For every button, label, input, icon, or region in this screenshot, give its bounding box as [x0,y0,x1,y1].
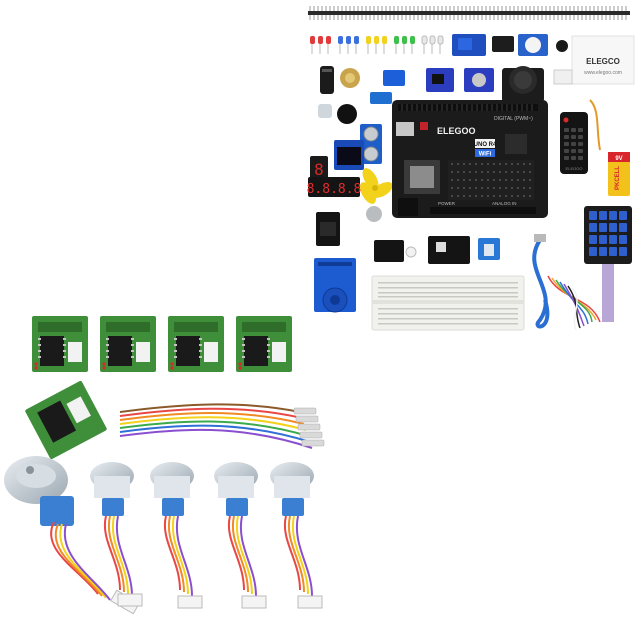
driver-board-2 [100,316,156,372]
reset-button [420,122,428,130]
9v-battery: PKCELL 9V [608,152,630,196]
photo-resistor [553,69,573,85]
stepper-set-group [4,316,325,615]
led-row [310,35,444,54]
remote-label: ELEGOO [566,166,583,171]
oled-display [334,140,364,170]
ultrasonic-sensor [360,124,382,164]
usb-c-port [396,122,414,136]
joystick-module [502,66,544,102]
usb-cable [532,234,550,329]
stepper-motor-4 [270,462,323,609]
stepper-motor-large [4,456,140,615]
membrane-keypad [584,206,632,322]
buzzer [556,40,568,52]
stepper-motor-3 [214,462,267,609]
stepper-motor-2 [150,462,203,609]
driver-board-4 [236,316,292,372]
dupont-ribbon-cable [119,403,313,449]
board-silk-power: POWER [438,201,456,206]
active-buzzer [337,104,357,124]
proto-grid [448,160,534,200]
dupont-headers [293,407,325,447]
board-silk-analog: ANALOG IN [492,201,517,206]
dc-motor [366,206,382,222]
fan-blade [360,168,393,204]
jumper-wire-bundle [547,275,601,331]
power-supply-module [428,236,470,264]
single-7seg-display: 8 [310,156,328,180]
header-pin-strips [308,6,630,20]
quad-digit-text: 8.8.8.8 [307,182,362,197]
capacitor [320,66,334,94]
tilt-switch [318,104,332,118]
board-silk-digital: DIGITAL (PWM~) [494,116,533,122]
ir-receiver-wires [589,99,601,151]
single-digit-text: 8 [314,160,324,179]
uno-r4-wifi-board: DIGITAL (PWM~) ELEGOO UNO R4 WiFi [392,100,548,218]
servo [383,70,405,86]
rfid-module [314,258,356,313]
keypad-ribbon [602,264,614,322]
driver-board-1 [32,316,88,372]
battery-voltage: 9V [615,156,622,162]
sound-module [370,92,392,104]
board-brand: ELEGOO [437,126,476,136]
driver-board-3 [168,316,224,372]
brand-card-title: ELEGCO [586,57,620,66]
driver-board-tilted [25,380,107,460]
dc-barrel-jack [398,198,418,216]
main-mcu-chip [505,134,527,154]
stepper-motor-1 [90,462,143,607]
board-model-top: UNO R4 [474,142,497,148]
starter-kit-group: ELEGCO www.elegoo.com [307,6,635,331]
brand-card: ELEGCO www.elegoo.com [571,35,635,85]
breadboard [371,275,525,331]
quad-7seg-display: 8.8.8.8 [307,177,362,197]
board-model-bottom: WiFi [479,152,492,158]
ir-sensor-module [374,240,404,262]
brand-card-url: www.elegoo.com [584,70,622,76]
battery-brand: PKCELL [615,166,621,190]
ir-remote: ELEGOO [560,112,588,174]
ic-module [492,36,514,52]
